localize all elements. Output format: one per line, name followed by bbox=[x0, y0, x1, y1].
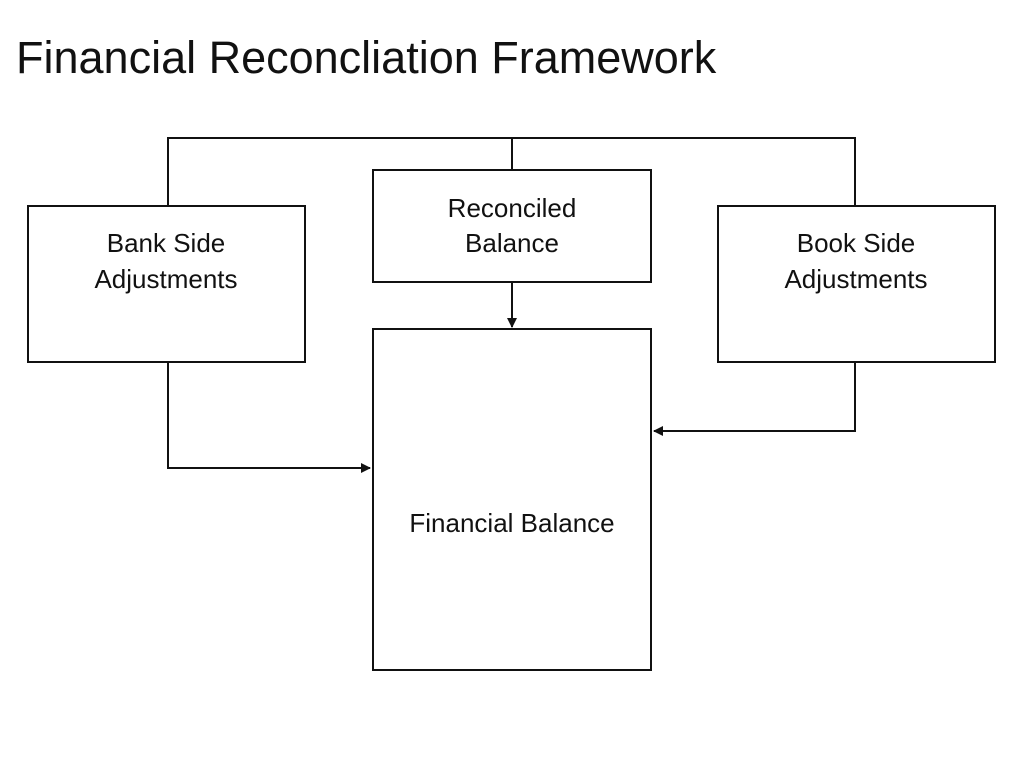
node-label-line: Adjustments bbox=[94, 264, 237, 294]
node-reconciled-balance: Reconciled Balance bbox=[372, 169, 652, 283]
node-label-line: Book Side bbox=[797, 228, 916, 258]
node-financial-balance: Financial Balance bbox=[372, 328, 652, 671]
node-bank-side: Bank Side Adjustments bbox=[27, 205, 306, 363]
arrow-bank-to-financial bbox=[167, 362, 371, 473]
connectors bbox=[167, 137, 856, 473]
page-title: Financial Reconcliation Framework bbox=[16, 32, 717, 83]
node-label-line: Bank Side bbox=[107, 228, 226, 258]
node-label-line: Reconciled bbox=[448, 193, 577, 223]
node-box bbox=[717, 205, 996, 363]
node-label-line: Balance bbox=[465, 228, 559, 258]
node-box bbox=[372, 169, 652, 283]
node-label-line: Financial Balance bbox=[409, 508, 614, 538]
node-box bbox=[27, 205, 306, 363]
node-box bbox=[372, 328, 652, 671]
node-book-side: Book Side Adjustments bbox=[717, 205, 996, 363]
node-label-line: Adjustments bbox=[784, 264, 927, 294]
arrow-book-to-financial bbox=[653, 362, 856, 436]
